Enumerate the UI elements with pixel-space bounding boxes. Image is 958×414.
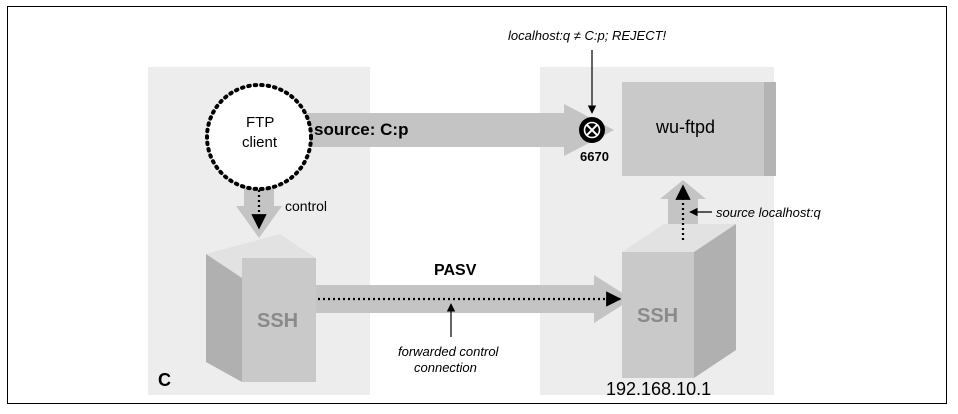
source-cp-label: source: C:p [314,120,409,139]
ftp-client-label-line2: client [242,134,278,151]
ssh-left-label: SSH [257,310,299,332]
control-label: control [285,198,328,214]
wu-ftpd-label: wu-ftpd [656,117,716,137]
ftp-client-label-line1: FTP [246,114,275,131]
ssh-cube-left [206,234,316,382]
source-localhost-label: source localhost:q [716,205,821,220]
host-c-label: C [158,370,171,390]
pasv-label: PASV [434,262,477,279]
wu-ftpd-box [622,82,776,176]
forwarded-label-line1: forwarded control [398,344,499,359]
forwarded-label-line2: connection [414,360,477,375]
reject-note: localhost:q ≠ C:p; REJECT! [508,28,667,43]
circled-x-icon [579,117,605,143]
ssh-cube-right [622,224,736,378]
host-ip-label: 192.168.10.1 [606,379,712,399]
ftp-client-circle [205,83,313,191]
pasv-arrow [316,275,632,323]
port-label: 6670 [580,149,609,164]
ssh-right-label: SSH [637,305,679,327]
